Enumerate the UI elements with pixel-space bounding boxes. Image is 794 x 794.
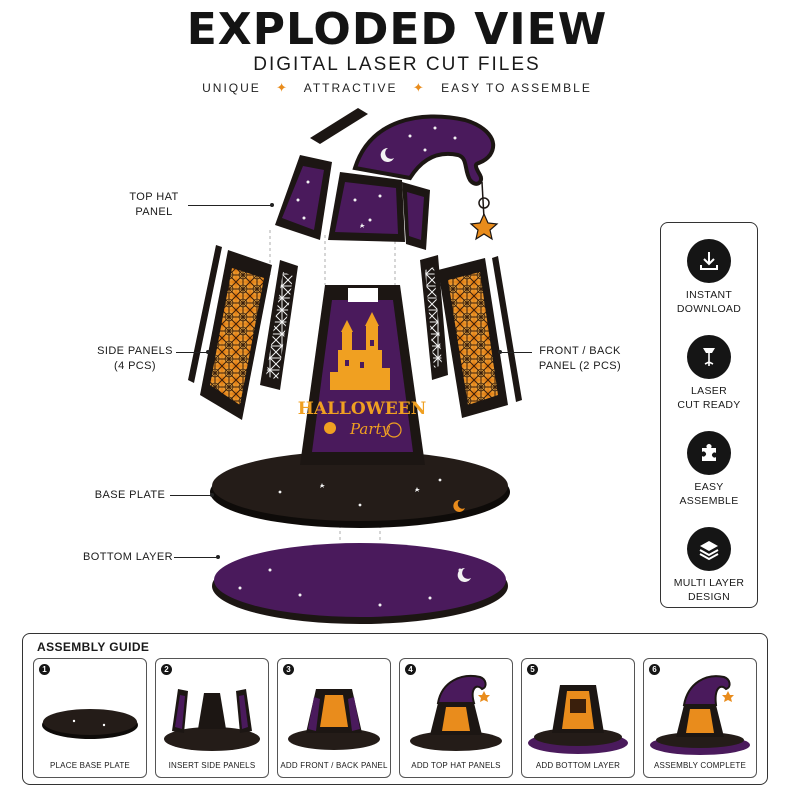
assembly-step-3: 3 ADD FRONT / BACK PANEL: [277, 658, 391, 778]
tagline-unique: UNIQUE: [202, 81, 261, 95]
page-subtitle: DIGITAL LASER CUT FILES: [253, 54, 541, 75]
laser-icon: [687, 335, 731, 379]
callout-leader-dot: [216, 555, 220, 559]
side-panel-right-edge: [492, 256, 522, 402]
callout-leader-dot: [270, 203, 274, 207]
callout-base-plate: BASE PLATE: [94, 489, 166, 501]
callout-side-panels: SIDE PANELS (4 PCS): [97, 345, 173, 372]
step-1-illustration: [42, 709, 138, 739]
side-panel-left-inner: [260, 260, 298, 390]
assembly-guide-title: ASSEMBLY GUIDE: [37, 640, 150, 654]
assembly-guide: ASSEMBLY GUIDE 1 PLACE BASE PLATE 2 INSE…: [22, 633, 768, 785]
callout-leader-front-back: [500, 352, 532, 353]
page-title: EXPLODED VIEW: [186, 4, 608, 55]
step-2-illustration: [164, 689, 260, 751]
step-number: 6: [649, 664, 660, 675]
step-label: ASSEMBLY COMPLETE: [653, 761, 747, 770]
tagline-attractive: ATTRACTIVE: [303, 81, 398, 95]
assembly-step-2: 2 INSERT SIDE PANELS: [155, 658, 269, 778]
callout-bottom-layer: BOTTOM LAYER: [83, 551, 173, 563]
front-panel: HALLOWEEN Party: [298, 285, 427, 465]
tagline-row: UNIQUE ✦ ATTRACTIVE ✦ EASY TO ASSEMBLE: [0, 80, 794, 96]
moon-icon: [457, 567, 471, 582]
callout-leader-bottom-layer: [174, 557, 218, 558]
layers-icon: [687, 527, 731, 571]
step-label: ADD BOTTOM LAYER: [535, 761, 621, 770]
callout-front-back-panel: FRONT / BACK PANEL (2 PCS): [538, 345, 622, 372]
step-number: 2: [161, 664, 172, 675]
step-number: 4: [405, 664, 416, 675]
step-number: 1: [39, 664, 50, 675]
step-6-illustration: [650, 675, 750, 755]
top-hat-brim: [310, 108, 368, 144]
callout-leader-base-plate: [170, 495, 212, 496]
tagline-separator-icon: ✦: [276, 80, 290, 95]
top-hat-panel-right: [402, 182, 430, 250]
step-label: INSERT SIDE PANELS: [168, 761, 256, 770]
castle-icon: [330, 312, 390, 390]
side-panel-right-inner: [420, 255, 448, 380]
callout-leader-dot: [206, 350, 210, 354]
exploded-view-diagram: HALLOWEEN Party: [188, 108, 522, 624]
callout-leader-top-hat: [188, 205, 272, 206]
bottom-layer-plate: [212, 543, 508, 624]
side-panel-left-edge: [188, 245, 222, 383]
assembly-step-5: 5 ADD BOTTOM LAYER: [521, 658, 635, 778]
panel-text-party: Party: [349, 420, 391, 438]
skull-icon: [324, 422, 336, 434]
step-5-illustration: [528, 685, 628, 754]
tagline-separator-icon: ✦: [412, 80, 426, 95]
step-label: ADD FRONT / BACK PANEL: [280, 761, 388, 770]
moon-icon: [453, 499, 465, 512]
tagline-easy: EASY TO ASSEMBLE: [441, 81, 592, 95]
hanging-star-icon: [469, 212, 499, 241]
callout-leader-side-panels: [176, 352, 208, 353]
spiderweb-icon: [386, 422, 402, 438]
top-hat-panel-left: [275, 155, 332, 240]
panel-text-halloween: HALLOWEEN: [298, 399, 427, 419]
assembly-step-4: 4 ADD TOP HAT PANELS: [399, 658, 513, 778]
top-hat-tip: [352, 114, 499, 241]
assembly-step-6: 6 ASSEMBLY COMPLETE: [643, 658, 757, 778]
base-plate: [210, 451, 510, 528]
side-panel-left-outer: [200, 250, 272, 420]
puzzle-icon: [687, 431, 731, 475]
callout-leader-dot: [498, 350, 502, 354]
step-label: ADD TOP HAT PANELS: [411, 761, 501, 770]
download-icon: [687, 239, 731, 283]
step-number: 3: [283, 664, 294, 675]
moon-icon: [380, 147, 394, 162]
callout-top-hat-panel: TOP HAT PANEL: [129, 191, 179, 218]
step-4-illustration: [410, 675, 502, 751]
step-number: 5: [527, 664, 538, 675]
top-hat-panel-center: [328, 172, 405, 242]
step-label: PLACE BASE PLATE: [50, 761, 130, 770]
assembly-step-1: 1 PLACE BASE PLATE: [33, 658, 147, 778]
callout-leader-dot: [210, 493, 214, 497]
side-panel-right-outer: [438, 258, 508, 418]
step-3-illustration: [288, 689, 380, 750]
